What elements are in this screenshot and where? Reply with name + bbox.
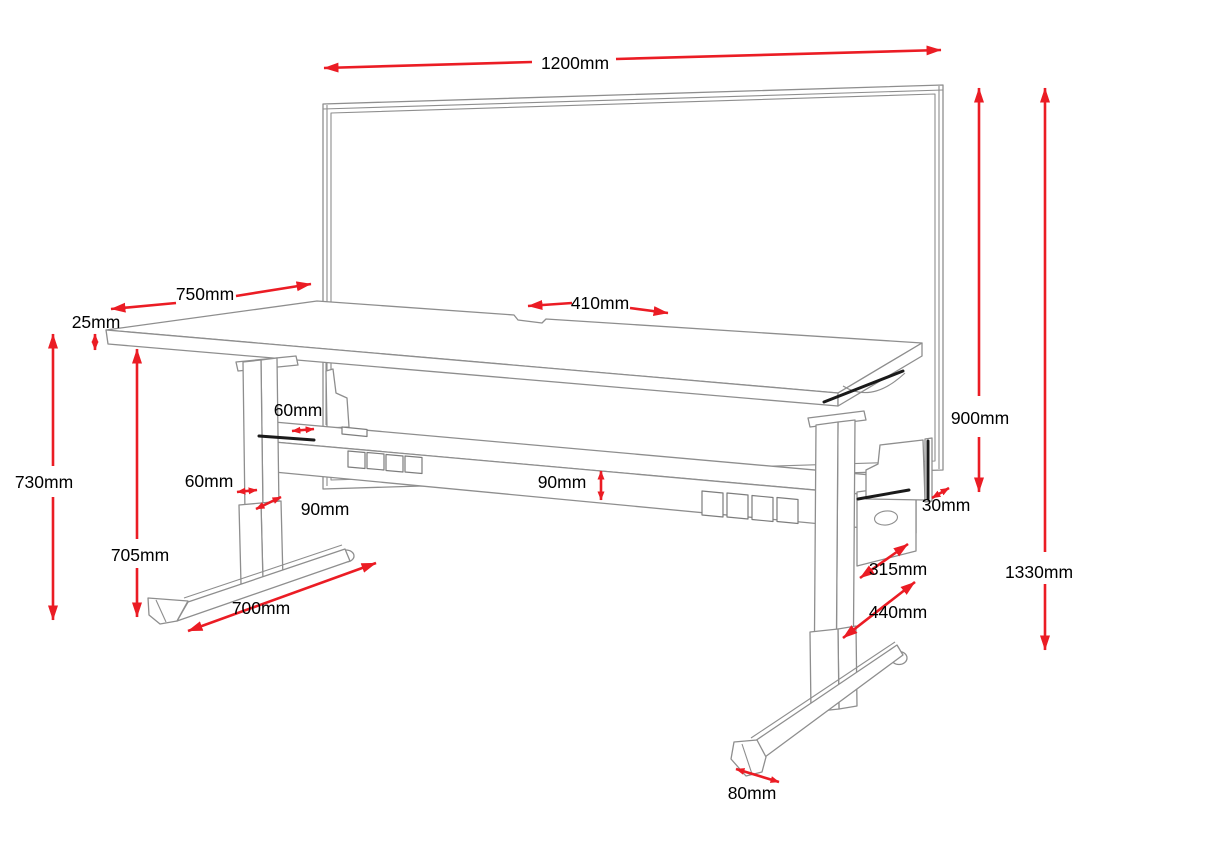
dimension-side-panel: 315mm xyxy=(859,542,927,580)
dimension-label: 1200mm xyxy=(541,53,609,73)
dimension-beam-height: 90mm xyxy=(538,470,605,501)
vent-slot xyxy=(701,490,724,518)
dimension-label: 90mm xyxy=(538,472,587,492)
dimension-desktop-depth: 750mm xyxy=(110,281,312,313)
dimension-label: 900mm xyxy=(951,408,1009,428)
dimension-arrow xyxy=(323,60,533,73)
left-foot-cap xyxy=(147,597,189,625)
dimension-screen-thickness: 30mm xyxy=(922,486,971,515)
dimension-label: 700mm xyxy=(232,598,290,618)
dimension-underdesk-height: 705mm xyxy=(111,348,169,618)
dimension-arrow xyxy=(255,495,282,511)
desktop-right-edge xyxy=(837,342,923,407)
dimension-arrow xyxy=(615,45,942,61)
dimension-label: 90mm xyxy=(301,499,350,519)
vent-slots-right xyxy=(701,490,799,525)
dimension-arrow xyxy=(629,306,669,317)
dimension-label: 25mm xyxy=(72,312,121,332)
vent-slot xyxy=(366,451,385,471)
dimension-label: 750mm xyxy=(176,284,234,304)
vent-slot xyxy=(726,492,749,520)
dimension-label: 80mm xyxy=(728,783,777,803)
dimension-label: 1330mm xyxy=(1005,562,1073,582)
dimension-label: 705mm xyxy=(111,545,169,565)
dimension-arrow xyxy=(291,426,315,434)
dimension-foot-length: 700mm xyxy=(187,561,377,633)
vent-slot xyxy=(404,455,423,475)
dimension-screen-width: 1200mm xyxy=(323,45,942,73)
vent-slot xyxy=(385,453,404,473)
desktop xyxy=(105,300,923,407)
dimension-foot-width: 80mm xyxy=(728,767,780,803)
dimension-arrow xyxy=(527,300,573,311)
dimension-desktop-thickness: 25mm xyxy=(72,312,121,351)
vent-slot xyxy=(776,496,799,525)
dimension-arrow xyxy=(187,561,377,633)
dimension-label: 60mm xyxy=(274,400,323,420)
dimension-arrow xyxy=(842,580,916,640)
left-lower-column-front xyxy=(238,502,264,585)
dimension-arrow xyxy=(110,301,177,313)
dimension-column-depth: 90mm xyxy=(255,495,350,519)
dimension-label: 410mm xyxy=(571,293,629,313)
dimension-cable-cutout: 410mm xyxy=(527,293,669,317)
dimension-arrow xyxy=(859,542,909,580)
dimension-bracket-gap: 60mm xyxy=(274,400,323,434)
vent-slots-left xyxy=(347,450,423,475)
dimensions: 1200mm 750mm 25mm 410mm 730mm 705mm xyxy=(15,45,1073,803)
right-foot-top-line xyxy=(750,641,896,739)
dimension-label: 440mm xyxy=(869,602,927,622)
dimension-leg-offset: 440mm xyxy=(842,580,927,640)
dimension-label: 60mm xyxy=(185,471,234,491)
handle-cutout xyxy=(874,510,898,526)
left-foot-cap-facet xyxy=(155,599,167,623)
screen-top-rail-line xyxy=(322,89,944,110)
side-panel-top-shadow xyxy=(856,488,911,501)
vent-slot xyxy=(751,494,774,523)
furniture-drawing xyxy=(105,84,944,777)
dimension-arrow xyxy=(236,487,258,495)
dimension-arrow xyxy=(931,486,950,500)
dimension-total-height: 1330mm xyxy=(1005,87,1073,651)
left-bracket-shadow xyxy=(257,434,316,442)
right-foot xyxy=(730,641,908,777)
dimension-arrow xyxy=(235,281,312,298)
dimension-label: 30mm xyxy=(922,495,971,515)
dimension-arrow xyxy=(735,767,780,784)
shadow-lines xyxy=(257,369,930,501)
vent-slot xyxy=(347,450,366,470)
dimension-label: 315mm xyxy=(869,559,927,579)
right-bracket-arm-shadow xyxy=(822,369,905,404)
dimension-screen-height: 900mm xyxy=(951,87,1009,493)
beam-top-cutout xyxy=(341,426,368,438)
desktop-rear-scallop xyxy=(842,372,906,394)
dimension-label: 730mm xyxy=(15,472,73,492)
left-lower-column-side xyxy=(260,500,284,583)
dimension-desk-height: 730mm xyxy=(15,333,73,621)
dimension-column-width: 60mm xyxy=(185,471,258,495)
left-leg xyxy=(235,355,299,585)
right-leg-top-plate xyxy=(807,410,867,428)
